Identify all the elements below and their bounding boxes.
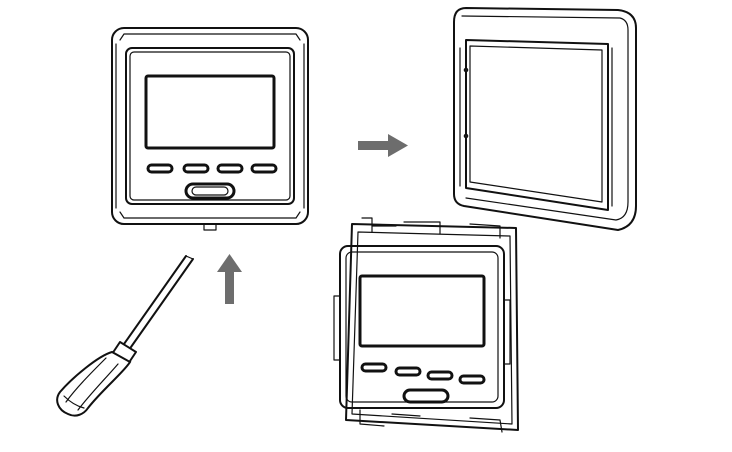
arrow-right-icon (358, 134, 408, 157)
button-row (146, 163, 278, 174)
thermostat-front-icon (111, 27, 309, 231)
module-button-row (360, 362, 486, 385)
thermostat-module-icon (333, 217, 519, 433)
front-frame-icon (453, 7, 637, 231)
arrow-up-icon (217, 254, 242, 304)
screwdriver-icon (56, 255, 194, 417)
